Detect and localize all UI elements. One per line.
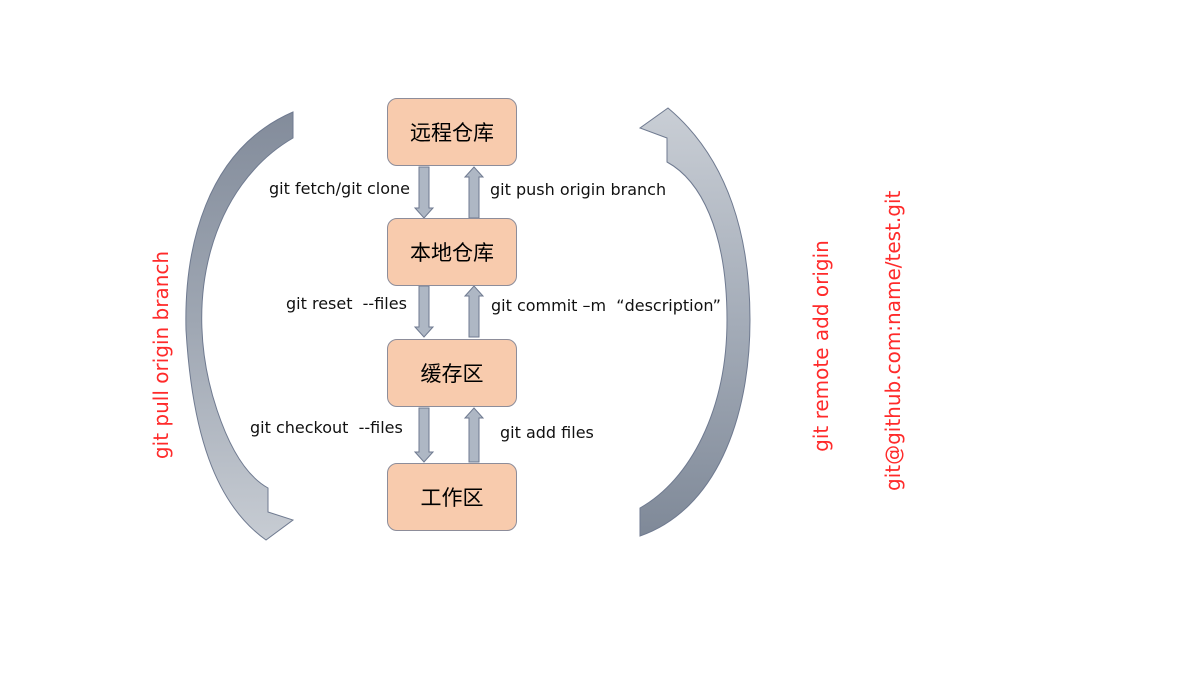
pull-command-label: git pull origin branch (149, 250, 173, 460)
push-label: git push origin branch (490, 180, 667, 199)
working-dir-node: 工作区 (387, 463, 517, 531)
local-repo-node: 本地仓库 (387, 218, 517, 286)
staging-area-node: 缓存区 (387, 339, 517, 407)
remote-add-curved-arrow (638, 107, 751, 537)
checkout-label: git checkout --files (250, 418, 403, 437)
checkout-down-arrow (413, 407, 435, 463)
pull-curved-arrow (185, 111, 295, 541)
add-label: git add files (500, 423, 594, 442)
commit-up-arrow (463, 285, 485, 338)
push-up-arrow (463, 166, 485, 219)
reset-label: git reset --files (286, 294, 407, 313)
fetch-clone-label: git fetch/git clone (269, 179, 411, 198)
commit-label: git commit –m “description” (491, 296, 721, 315)
remote-repo-node: 远程仓库 (387, 98, 517, 166)
remote-add-command-label: git remote add origin git@github.com:nam… (761, 191, 905, 491)
remote-add-line2: git@github.com:name/test.git (881, 190, 905, 491)
add-up-arrow (463, 407, 485, 463)
remote-add-line1: git remote add origin (809, 240, 833, 452)
fetch-down-arrow (413, 166, 435, 219)
reset-down-arrow (413, 285, 435, 338)
